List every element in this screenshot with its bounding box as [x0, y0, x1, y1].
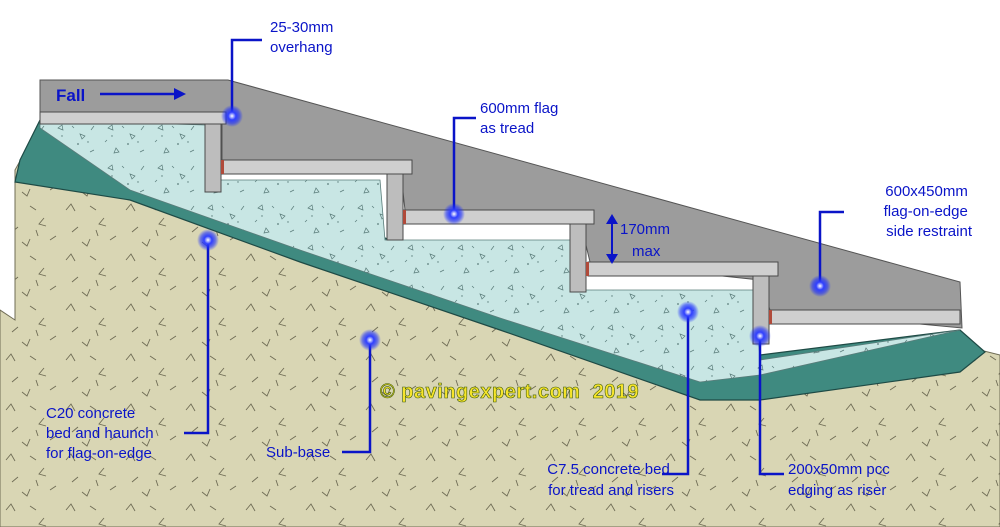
label-flag-tread: 600mm flag as tread: [480, 100, 563, 137]
label-overhang: 25-30mm overhang: [270, 19, 338, 56]
leader-flag-tread: [452, 116, 476, 212]
leader-subbase: [342, 338, 372, 454]
label-c75: C7.5 concrete bed for tread and risers: [547, 461, 674, 499]
label-subbase: Sub-base: [266, 444, 330, 461]
fall-label: Fall: [56, 86, 85, 105]
marker-dot-edging: [749, 325, 771, 347]
leader-lines: [184, 38, 844, 476]
fall-arrow-icon: [100, 88, 186, 100]
marker-dot-c75: [677, 301, 699, 323]
riser-height-dimension-arrow: [606, 214, 618, 264]
leader-edging: [758, 336, 784, 476]
leader-c75: [662, 312, 690, 476]
label-side-restraint: 600x450mm flag-on-edge side restraint: [884, 183, 973, 240]
marker-dots: [197, 105, 831, 351]
marker-dot-side-restraint: [809, 275, 831, 297]
marker-dot-flag-tread: [443, 203, 465, 225]
marker-dot-subbase: [359, 329, 381, 351]
leader-c20: [184, 238, 210, 435]
leader-overhang: [230, 38, 262, 116]
edging-risers: [204, 123, 770, 345]
marker-dot-c20: [197, 229, 219, 251]
leader-side-restraint: [818, 210, 844, 284]
label-edging: 200x50mm pcc edging as riser: [788, 461, 894, 499]
copyright-watermark: © pavingexpert.com 2019: [380, 381, 639, 403]
riser-mortar-joints: [221, 160, 772, 324]
label-riser-height: 170mm max: [620, 221, 674, 260]
label-c20: C20 concrete bed and haunch for flag-on-…: [46, 405, 158, 462]
marker-dot-overhang: [221, 105, 243, 127]
